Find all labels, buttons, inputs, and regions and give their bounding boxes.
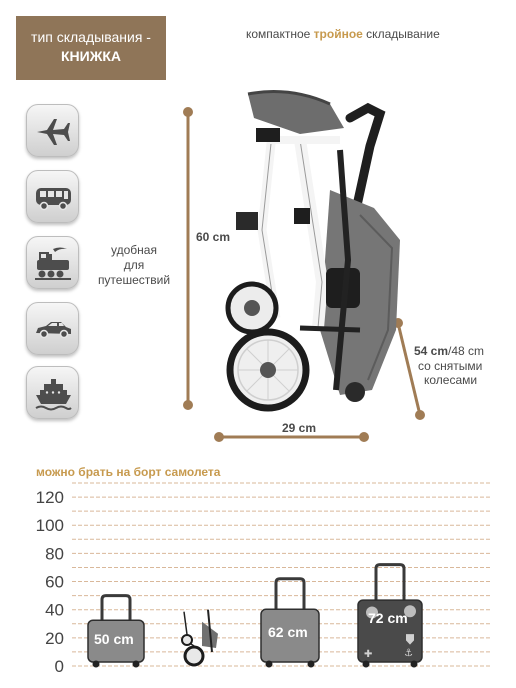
suitcase-size-label: 72 cm (368, 609, 408, 626)
suitcase-wheel (307, 660, 315, 668)
y-tick-label: 60 (45, 573, 64, 592)
onboard-label: можно брать на борт самолета (36, 465, 221, 479)
suitcase-wheel (265, 660, 273, 668)
airplane-icon (26, 104, 79, 157)
sticker-plane-icon (366, 606, 378, 619)
depth-note-line1: со снятыми (418, 359, 483, 373)
sticker-globe-icon (404, 605, 416, 618)
fold-type-badge: тип складывания - КНИЖКА (16, 16, 166, 80)
fold-type-label: тип складывания - (31, 29, 151, 45)
y-tick-label: 20 (45, 629, 64, 648)
suitcase-handle (374, 563, 406, 601)
train-icon (26, 236, 79, 289)
sticker-shield-icon (406, 634, 414, 645)
mini-stroller-wheel (181, 634, 193, 646)
y-tick-label: 120 (36, 488, 64, 507)
sticker-anchor-icon: ⚓ (404, 648, 413, 659)
depth-dimension: 54 cm/48 cm (414, 344, 485, 358)
width-dimension: 29 cm (282, 421, 317, 435)
y-tick-label: 0 (55, 657, 64, 676)
travel-label: удобная для путешествий (97, 243, 171, 287)
suitcase-size-label: 62 cm (268, 623, 308, 640)
suitcase-wheel (410, 660, 418, 668)
depth-note-line2: колесами (424, 373, 478, 387)
height-dimension: 60 cm (196, 230, 231, 244)
mini-stroller-wheel (183, 645, 205, 667)
suitcase-body (87, 619, 145, 663)
y-tick-label: 40 (45, 601, 64, 620)
y-tick-label: 100 (36, 516, 64, 535)
mini-stroller-handle (207, 609, 213, 653)
suitcase-wheel (92, 660, 100, 668)
suitcase-handle (274, 577, 306, 610)
suitcase-size-label: 50 cm (94, 630, 134, 647)
fold-highlight: тройное (313, 27, 363, 41)
bus-icon (26, 170, 79, 223)
y-tick-label: 80 (45, 544, 64, 563)
suitcase-wheel (362, 660, 370, 668)
ship-icon (26, 366, 79, 419)
suitcase-body (260, 608, 320, 663)
car-icon (26, 302, 79, 355)
suitcase-wheel (132, 660, 140, 668)
suitcase-handle (100, 594, 132, 621)
fold-type-value: КНИЖКА (60, 48, 122, 64)
sticker-cross-icon: ✚ (364, 649, 372, 660)
fold-description: компактное тройное складывание (246, 27, 440, 41)
